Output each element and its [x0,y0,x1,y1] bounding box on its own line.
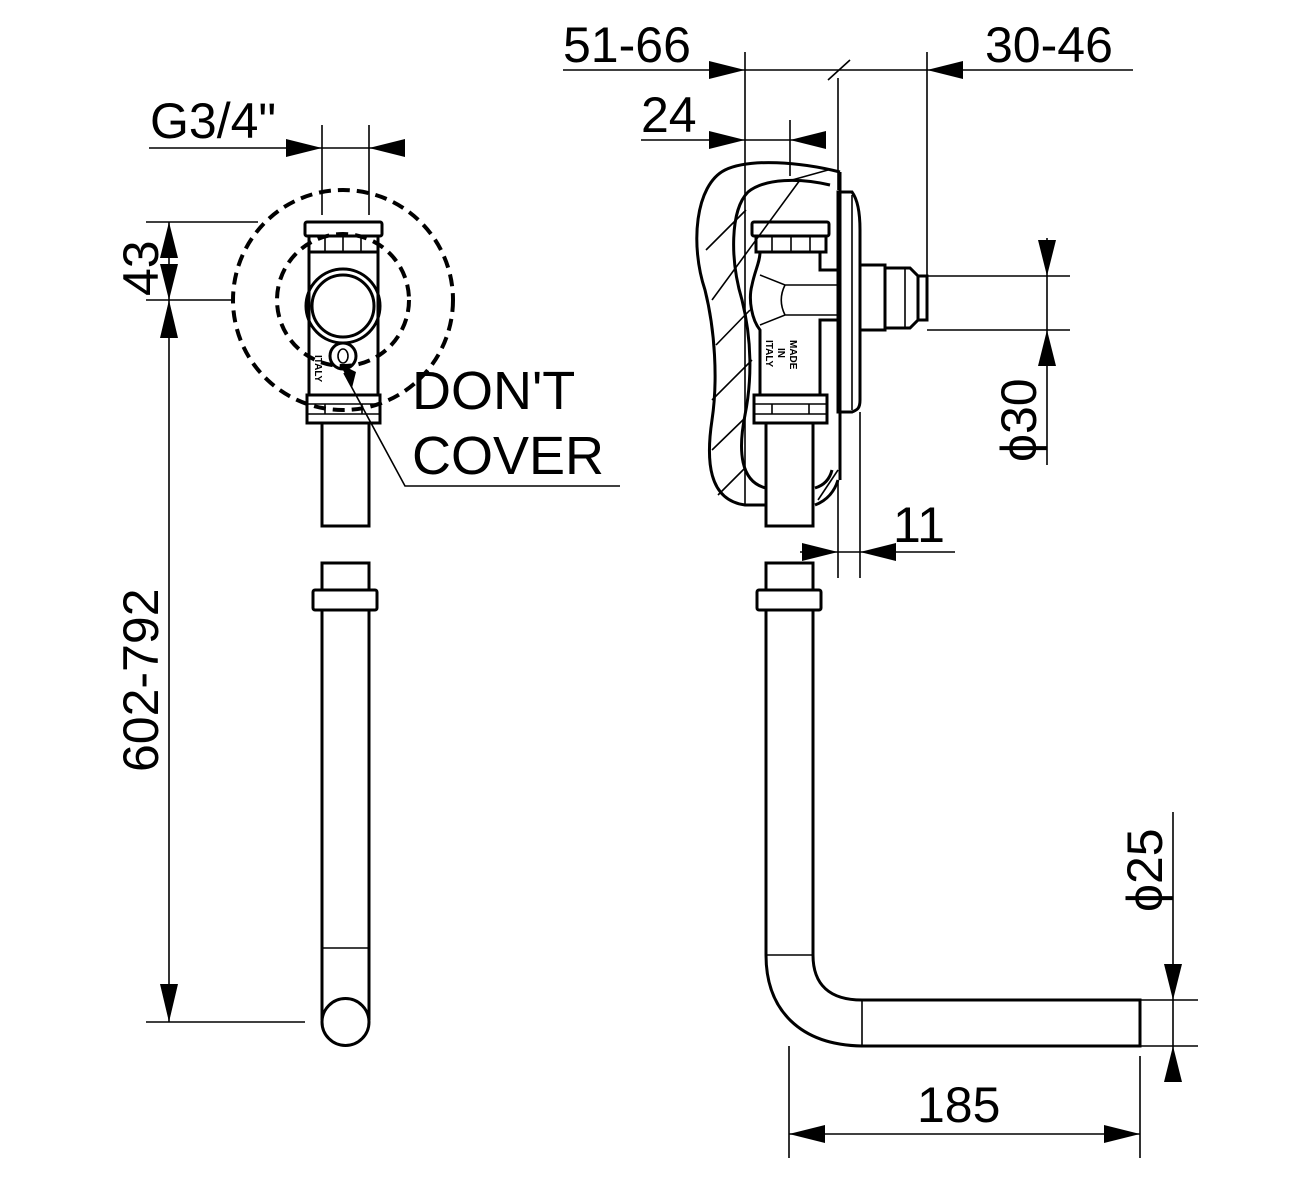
svg-text:ITALY: ITALY [312,355,323,383]
valve-nut-bottom [305,393,382,425]
pipe-lower-top-side [764,561,815,592]
pipe-elbow [764,610,1142,1048]
pipe-collar-side [755,588,823,612]
valve-nut-bottom-side [752,393,829,425]
dim-height-43: 43 [113,240,169,296]
pipe-end [320,997,371,1047]
dim-length-185: 185 [917,1077,1000,1133]
flush-button [860,263,887,332]
note-leader [343,372,620,487]
dim-length-range: 602-792 [113,589,169,773]
marking-made: MADE [787,340,798,370]
note-line-2: COVER [412,426,604,486]
valve-port-inner [310,273,376,339]
wall-section-outer [695,161,841,507]
dim-projection-range: 30-46 [985,17,1113,73]
outer-dashed-circle [231,188,455,412]
dim-offset-11: 11 [893,497,945,553]
valve-port-outer [304,267,382,345]
inner-dashed-circle [275,232,411,368]
pipe-lower [320,610,371,1020]
side-view: MADE IN ITALY 51-66 30-46 24 [563,17,1198,1158]
dim-thread: G3/4" [150,93,276,149]
marking-italy: ITALY [763,340,774,368]
flange-plate [836,190,862,414]
valve-body-side [748,250,840,397]
note-line-1: DON'T [412,361,575,421]
pipe-upper [320,423,371,528]
dim-diameter-25: ϕ25 [1117,828,1173,912]
dim-wall-range: 51-66 [563,17,691,73]
marking-in: IN [775,348,786,358]
wall-hatching [705,169,839,501]
dim-depth-24: 24 [641,87,697,143]
pipe-lower-top [320,561,371,592]
dim-diameter-30: ϕ30 [991,378,1047,462]
pipe-collar [311,588,379,612]
pipe-upper-side [764,423,815,528]
front-view: ITALY DON'T COVER G3/4" 43 [113,93,620,1047]
wall-section-inner [732,178,831,490]
